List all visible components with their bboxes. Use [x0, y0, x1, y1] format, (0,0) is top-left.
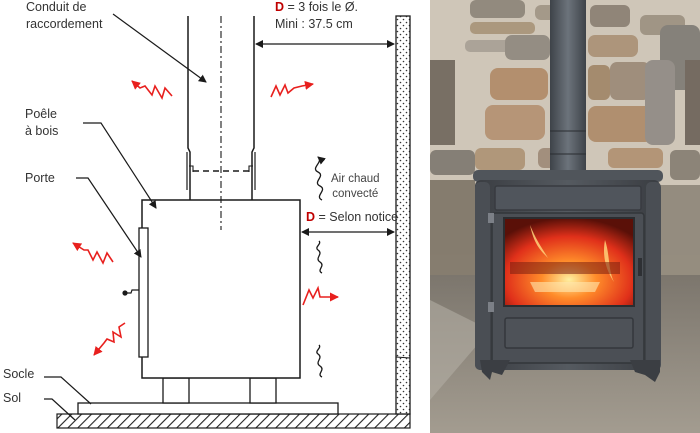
- poele-label: Poêle à bois: [25, 107, 59, 138]
- sol-label: Sol: [3, 391, 22, 405]
- flue-pipe: [550, 0, 586, 170]
- stove-top: [473, 170, 663, 182]
- air-chaud-label: Air chaud convecté: [331, 173, 380, 200]
- d-letter: D: [275, 0, 285, 14]
- d-letter: D: [306, 210, 316, 224]
- flames: [530, 225, 614, 292]
- stove-photo-image: [430, 0, 700, 433]
- stove-installation-diagram: Conduit de raccordement Poêle à bois Por…: [3, 0, 411, 429]
- socle-plate: [77, 402, 339, 415]
- porte-label: Porte: [25, 171, 55, 185]
- socle-label: Socle: [3, 367, 35, 381]
- stove-door: [138, 227, 149, 358]
- convection-arrows: [314, 156, 326, 378]
- stove-photo: [430, 0, 700, 433]
- diagram-drawing: [44, 13, 411, 429]
- floor-hatch: [56, 413, 411, 429]
- distance-side-label: D = Selon notice: [306, 210, 399, 224]
- heat-radiation-arrows: [72, 80, 339, 356]
- conduit-label: Conduit de raccordement: [26, 0, 103, 31]
- wall-insulation: [395, 15, 411, 415]
- distance-top-label: D = 3 fois le Ø. Mini : 37.5 cm: [275, 0, 359, 31]
